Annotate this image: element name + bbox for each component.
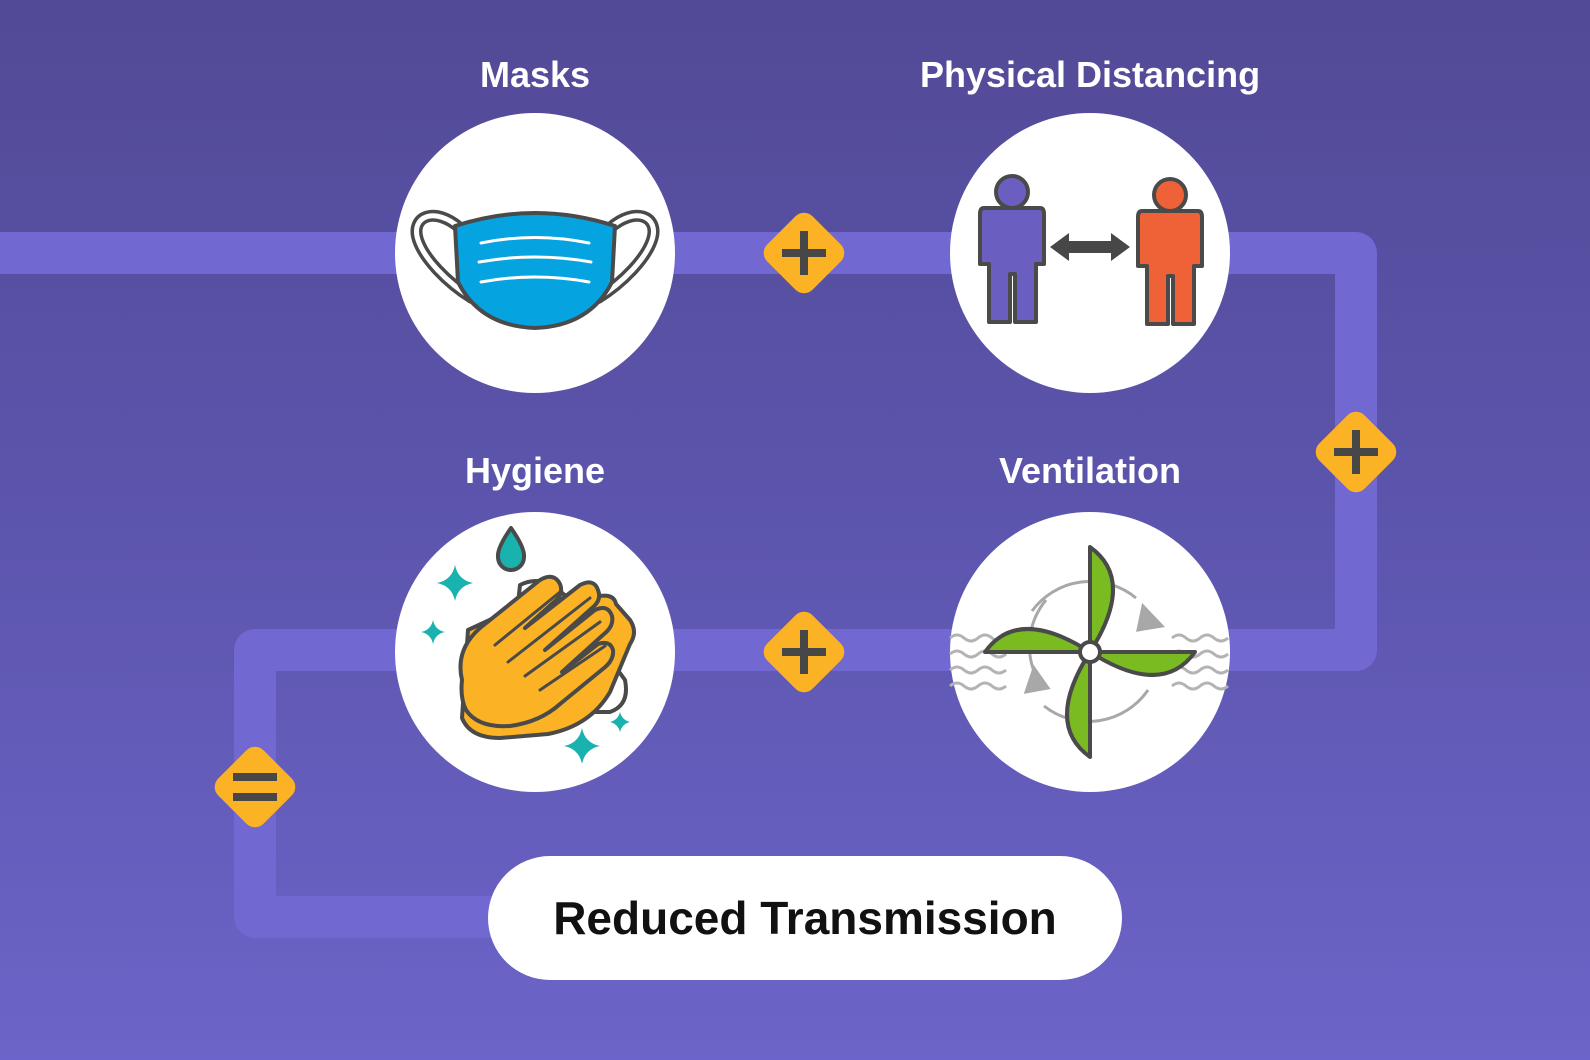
result-label: Reduced Transmission [553, 892, 1057, 944]
sparkle-icon [421, 620, 445, 644]
step-label-distancing: Physical Distancing [919, 54, 1261, 95]
rotation-arrows-icon [1023, 580, 1166, 723]
plus-operator-icon [763, 212, 845, 294]
person-right-icon [1136, 177, 1204, 326]
step-label-ventilation: Ventilation [998, 450, 1182, 491]
step-label-hygiene: Hygiene [464, 450, 606, 491]
hand-washing-icon [421, 526, 636, 764]
result-pill: Reduced Transmission [488, 856, 1122, 980]
equals-operator-icon [214, 746, 296, 828]
sparkle-icon [610, 712, 630, 732]
double-arrow-icon [1050, 233, 1130, 261]
person-left-icon [978, 174, 1046, 324]
fan-ventilation-icon [949, 545, 1229, 759]
plus-operator-icon [763, 611, 845, 693]
plus-operator-icon [1315, 411, 1397, 493]
people-distance-icon [978, 174, 1204, 326]
sparkle-icon [564, 728, 600, 764]
face-mask-icon [410, 209, 660, 330]
step-label-masks: Masks [479, 54, 591, 95]
fan-blades-icon [983, 545, 1197, 759]
sparkle-icon [437, 565, 473, 601]
air-waves-icon [949, 633, 1229, 691]
water-drop-icon [495, 526, 527, 572]
